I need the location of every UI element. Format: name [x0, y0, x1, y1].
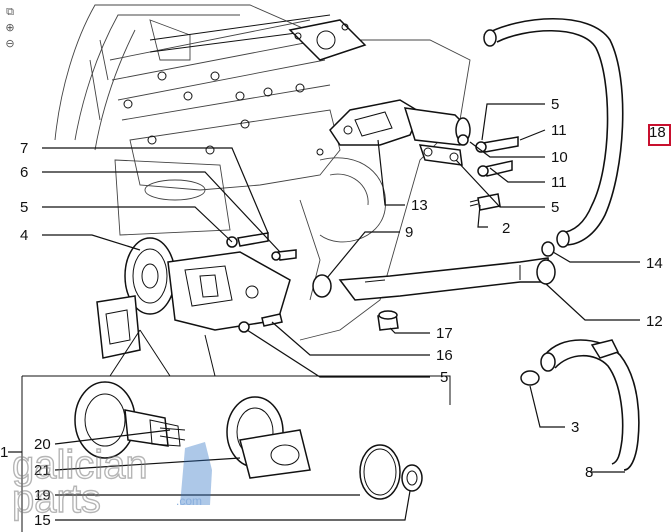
callout-15[interactable]: 15	[34, 512, 51, 529]
callout-17[interactable]: 17	[436, 325, 453, 342]
viewer-toolbar: ⧉ ⊕ ⊖	[3, 5, 19, 53]
coolant-pipe-12	[338, 257, 556, 301]
hose-clamp-3	[520, 370, 540, 386]
thermostat-housing	[329, 99, 471, 146]
svg-text:parts: parts	[12, 477, 101, 521]
leader-lines	[8, 103, 640, 521]
pump-body-21	[226, 396, 311, 479]
callout-5-upper[interactable]: 5	[551, 96, 559, 113]
svg-text:.com: .com	[176, 494, 202, 508]
callout-13[interactable]: 13	[411, 197, 428, 214]
outlet-flange-13	[418, 144, 463, 166]
galicianparts-watermark: galician parts .com	[11, 442, 212, 522]
o-ring-19	[359, 444, 401, 500]
callout-11-upper[interactable]: 11	[551, 122, 567, 139]
zoom-in-icon[interactable]: ⊕	[5, 21, 15, 34]
pump-impeller-20	[74, 381, 186, 459]
callout-5-bolt[interactable]: 5	[20, 199, 28, 216]
callout-2[interactable]: 2	[502, 220, 510, 237]
callout-5-pump[interactable]: 5	[440, 369, 448, 386]
callout-11-lower[interactable]: 11	[551, 174, 567, 191]
drain-plug-17	[377, 310, 399, 331]
hose-18	[483, 18, 624, 248]
callout-19[interactable]: 19	[34, 487, 51, 504]
callout-18-highlight[interactable]	[648, 124, 671, 146]
callout-3[interactable]: 3	[571, 419, 579, 436]
callout-5-flange[interactable]: 5	[551, 199, 559, 216]
callout-labels: 7 6 5 4 5 11 10 11 13 5 2 9 14 12 17 16 …	[0, 96, 663, 529]
seal-15	[401, 464, 423, 492]
water-pump-assembly	[96, 237, 291, 359]
o-ring-9	[312, 274, 332, 298]
callout-12[interactable]: 12	[646, 313, 663, 330]
hose-clamp-14	[541, 241, 555, 257]
fasteners-upper-right	[457, 134, 519, 177]
callout-9[interactable]: 9	[405, 224, 413, 241]
hose-8	[520, 339, 640, 471]
callout-7[interactable]: 7	[20, 140, 28, 157]
callout-8[interactable]: 8	[585, 464, 593, 481]
head-bolts	[123, 71, 324, 156]
callout-21[interactable]: 21	[34, 462, 51, 479]
expand-icon[interactable]: ⧉	[6, 5, 14, 18]
callout-6[interactable]: 6	[20, 164, 28, 181]
callout-20[interactable]: 20	[34, 436, 51, 453]
detail-frame	[21, 329, 451, 532]
callout-1[interactable]: 1	[0, 444, 8, 461]
callout-18[interactable]: 18	[649, 124, 666, 141]
callout-4[interactable]: 4	[20, 227, 28, 244]
callout-10[interactable]: 10	[551, 149, 568, 166]
svg-text:galician: galician	[12, 443, 148, 487]
zoom-out-icon[interactable]: ⊖	[5, 37, 15, 50]
engine-block-outline	[54, 4, 471, 341]
callout-14[interactable]: 14	[646, 255, 663, 272]
callout-16[interactable]: 16	[436, 347, 453, 364]
